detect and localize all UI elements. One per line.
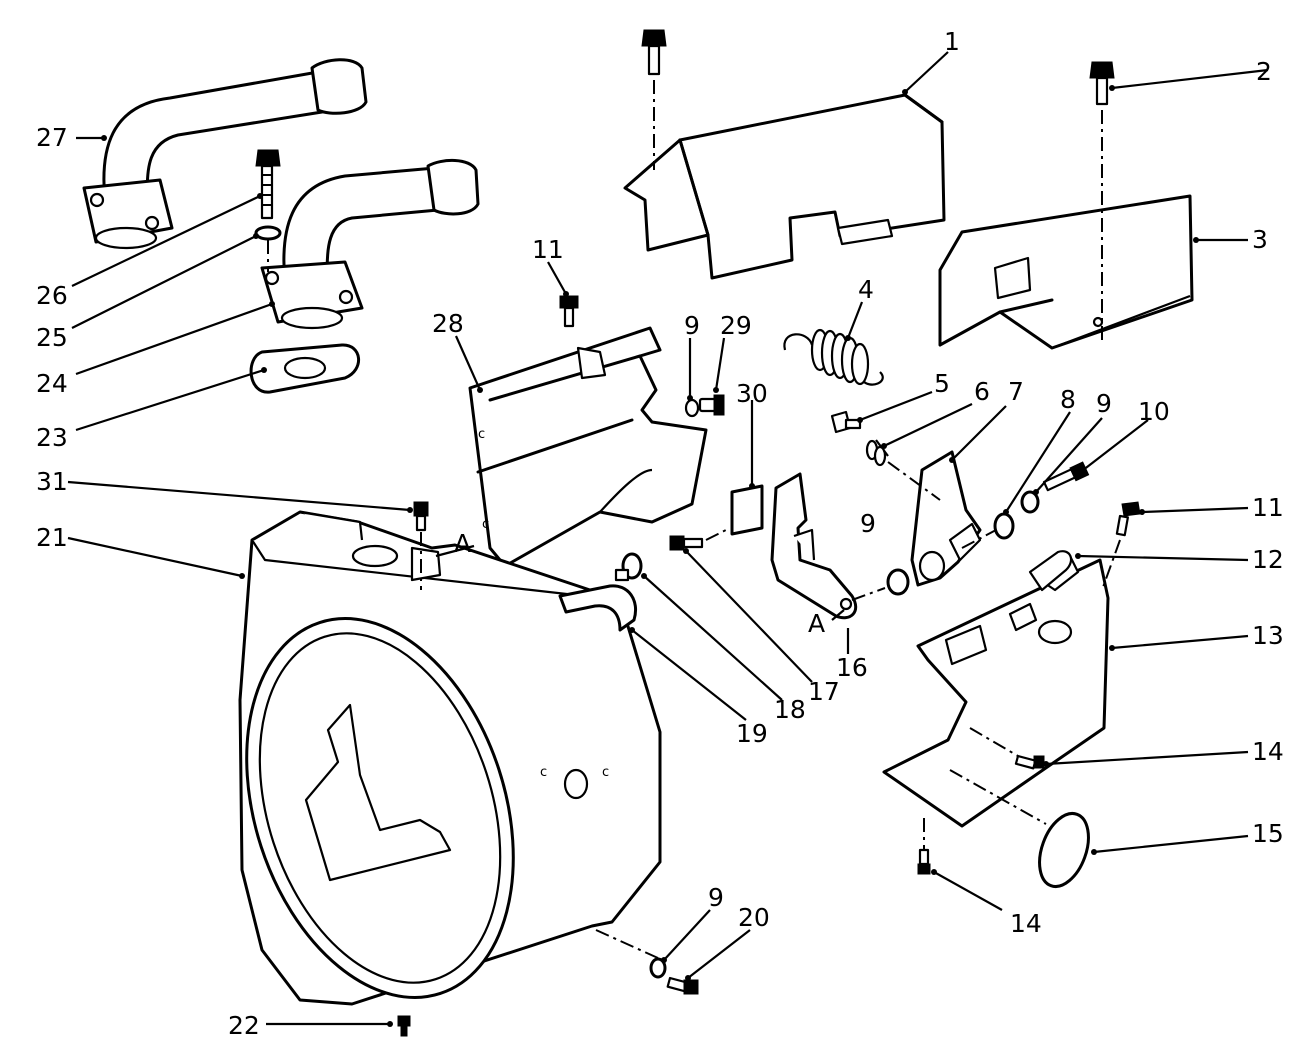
callout-27: 27 (36, 123, 68, 152)
strap-part-19 (558, 584, 637, 632)
callout-1: 1 (944, 27, 960, 56)
callout-25: 25 (36, 323, 68, 352)
control-cover-part-3 (938, 194, 1194, 350)
exhaust-elbow-part-27 (82, 58, 368, 250)
bolt-part-31 (413, 501, 429, 532)
callout-19: 19 (736, 719, 768, 748)
callout-14-upper: 14 (1252, 737, 1284, 766)
callout-30: 30 (736, 379, 768, 408)
exhaust-elbow-part-24 (260, 159, 480, 330)
svg-text:c: c (482, 517, 489, 532)
callout-12: 12 (1252, 545, 1284, 574)
callout-9-lower: 9 (708, 883, 724, 912)
bolt-part-2 (1089, 61, 1115, 106)
callout-16: 16 (836, 653, 868, 682)
spring-part-6 (865, 439, 889, 467)
screw-part-14-lower (917, 848, 931, 875)
callout-14-lower: 14 (1010, 909, 1042, 938)
screw-part-17 (669, 535, 704, 551)
surface-marks: c c c c (478, 427, 609, 780)
callout-7: 7 (1008, 377, 1024, 406)
bushing-part-8 (993, 512, 1015, 540)
washer-part-9-lower (649, 957, 667, 979)
svg-text:c: c (478, 427, 485, 442)
washer-part-25 (254, 225, 282, 241)
callout-26: 26 (36, 281, 68, 310)
washer-part-9-right (1020, 490, 1040, 514)
callout-17: 17 (808, 677, 840, 706)
blower-housing-part-21 (238, 510, 662, 1006)
bolt-top-cover (641, 29, 667, 76)
bracket-part-16 (770, 472, 858, 620)
callout-20: 20 (738, 903, 770, 932)
callout-5: 5 (934, 369, 950, 398)
bolt-part-11-left (559, 295, 579, 328)
washer-part-9-upper (684, 398, 700, 418)
callout-24: 24 (36, 369, 68, 398)
callout-11-right: 11 (1252, 493, 1284, 522)
bolt-part-20 (666, 976, 699, 995)
plug-part-15 (1038, 812, 1090, 888)
clip-part-12 (1028, 550, 1073, 592)
callout-4: 4 (858, 275, 874, 304)
callout-13: 13 (1252, 621, 1284, 650)
svg-text:c: c (602, 765, 609, 780)
callout-11-left: 11 (532, 235, 564, 264)
callout-22: 22 (228, 1011, 260, 1040)
callout-29: 29 (720, 311, 752, 340)
clip-part-30 (730, 484, 764, 536)
callout-9-middle: 9 (860, 509, 876, 538)
svg-text:c: c (540, 765, 547, 780)
spring-part-4 (783, 328, 884, 386)
callout-10: 10 (1138, 397, 1170, 426)
callout-28: 28 (432, 309, 464, 338)
bolt-part-11-right (1115, 501, 1141, 537)
lever-plate-part-7 (910, 450, 982, 587)
washer-part-9-middle (886, 568, 910, 596)
callout-15: 15 (1252, 819, 1284, 848)
shroud-part-28 (468, 326, 708, 568)
screw-part-14-upper (1014, 754, 1045, 770)
callout-3: 3 (1252, 225, 1268, 254)
knob-part-18 (614, 552, 643, 582)
screw-part-22 (397, 1015, 411, 1037)
leader-lines (67, 51, 1269, 1026)
callout-9-right: 9 (1096, 389, 1112, 418)
side-panel-part-13 (882, 554, 1110, 828)
callout-6: 6 (974, 377, 990, 406)
callout-21: 21 (36, 523, 68, 552)
connection-mark-a-bracket: A (808, 609, 825, 638)
callout-labels: 1 2 3 4 5 6 7 8 9 10 11 12 13 14 15 14 1… (36, 27, 1284, 1040)
callout-18: 18 (774, 695, 806, 724)
callout-8: 8 (1060, 385, 1076, 414)
bolt-part-26 (255, 149, 281, 220)
gasket-part-23 (249, 343, 361, 394)
connection-mark-a-housing: A (454, 529, 471, 558)
top-cover-part-1 (623, 93, 946, 280)
callout-31: 31 (36, 467, 68, 496)
callout-2: 2 (1256, 57, 1272, 86)
bolt-part-29 (698, 394, 725, 416)
bolt-part-5 (830, 410, 862, 434)
callout-23: 23 (36, 423, 68, 452)
callout-9-upper: 9 (684, 311, 700, 340)
bolt-part-10 (1042, 461, 1090, 492)
leader-dots (101, 85, 1199, 1027)
